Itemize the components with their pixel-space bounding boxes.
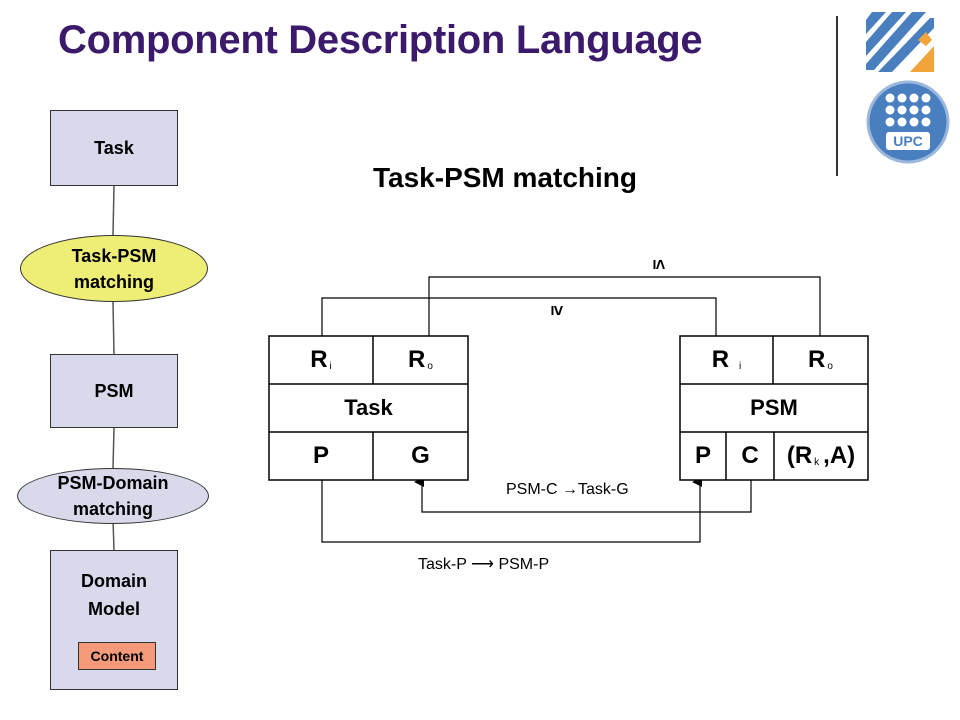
task-g: G — [411, 442, 430, 469]
domain-model-line1: Domain — [80, 571, 147, 591]
logo-separator — [836, 16, 838, 176]
task-psm-line1: Task-PSM — [71, 245, 157, 266]
task-block-frame — [268, 335, 469, 481]
task-psm-matching-ellipse: Task-PSM matching — [20, 235, 208, 302]
domain-model-line2: Model — [87, 599, 140, 619]
label-psm-c-task-g: PSM-C →Task-G — [506, 481, 629, 498]
task-psm-line2: matching — [73, 271, 154, 292]
task-box: Task — [50, 110, 178, 186]
psm-p: P — [694, 442, 711, 469]
label-task-p-psm-p: Task-P ⟶ PSM-P — [418, 556, 550, 573]
content-tag: Content — [78, 642, 156, 670]
psm-domain-line2: matching — [72, 499, 153, 519]
diagram-title: Task-PSM matching — [373, 162, 637, 193]
pipeline-connectors — [112, 185, 115, 551]
task-name: Task — [344, 395, 393, 420]
svg-text:UPC: UPC — [893, 133, 923, 149]
upc-seal-logo: UPC — [866, 80, 950, 169]
relation-leq: ≤ — [649, 259, 670, 270]
upc-stripes-logo — [866, 12, 938, 81]
psm-c: C — [741, 442, 759, 469]
psm-domain-line1: PSM-Domain — [57, 473, 169, 493]
psm-box: PSM — [50, 354, 178, 428]
task-p: P — [312, 442, 329, 469]
relation-geq: ≥ — [547, 305, 568, 316]
psm-box-label: PSM — [94, 380, 134, 401]
psm-domain-matching-ellipse: PSM-Domain matching — [17, 468, 209, 524]
task-box-label: Task — [94, 137, 134, 158]
psm-name: PSM — [750, 395, 798, 420]
slide-title: Component Description Language — [58, 18, 703, 62]
